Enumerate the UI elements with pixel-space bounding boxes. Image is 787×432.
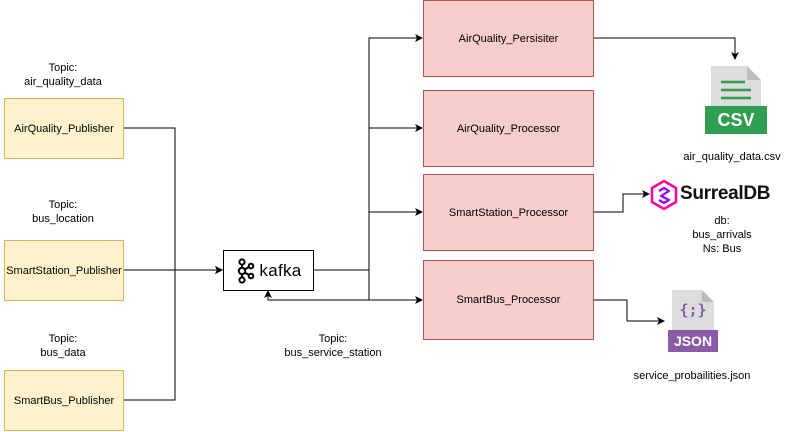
topic-label-air-quality: Topic: air_quality_data xyxy=(4,61,122,89)
smartstation-processor-node[interactable]: SmartStation_Processor xyxy=(423,174,594,251)
topic-prefix: Topic: xyxy=(48,333,78,345)
json-glyph: {;} xyxy=(679,301,707,319)
smartbus-processor-node[interactable]: SmartBus_Processor xyxy=(423,260,594,340)
node-label: SmartStation_Processor xyxy=(448,206,569,219)
topic-prefix: Topic: xyxy=(48,199,78,211)
topic-name: air_quality_data xyxy=(24,76,102,88)
edge-airquality-publisher-kafka xyxy=(124,127,223,274)
airquality-processor-node[interactable]: AirQuality_Processor xyxy=(423,90,594,167)
edge-smartbus-publisher-kafka xyxy=(124,270,176,401)
smartstation-publisher-node[interactable]: SmartStation_Publisher xyxy=(4,240,124,301)
topic-name: bus_service_station xyxy=(284,347,382,359)
smartbus-publisher-node[interactable]: SmartBus_Publisher xyxy=(4,370,124,431)
airquality-publisher-node[interactable]: AirQuality_Publisher xyxy=(4,98,124,159)
kafka-label: kafka xyxy=(259,260,302,280)
db-label: db: xyxy=(714,215,730,227)
csv-caption: air_quality_data.csv xyxy=(683,151,781,163)
airquality-persister-node[interactable]: AirQuality_Persisiter xyxy=(423,0,594,77)
node-label: AirQuality_Processor xyxy=(456,122,561,135)
edge-sb-processor-kafka xyxy=(264,290,369,301)
topic-label-bus-service-station: Topic: bus_service_station xyxy=(272,332,394,360)
node-label: SmartStation_Publisher xyxy=(6,264,122,277)
edge-kafka-persister xyxy=(314,34,423,271)
surrealdb-icon xyxy=(650,180,678,210)
json-badge-text: JSON xyxy=(673,333,713,349)
edge-persister-csv xyxy=(594,37,739,60)
csv-file-icon: CSV xyxy=(705,64,769,136)
surrealdb-details: db: bus_arrivals Ns: Bus xyxy=(672,214,772,256)
surrealdb-brand-text: SurrealDB xyxy=(680,183,771,204)
kafka-node[interactable]: kafka xyxy=(223,250,314,291)
edge-sb-processor-json xyxy=(594,299,665,325)
node-label: AirQuality_Persisiter xyxy=(458,32,559,45)
csv-badge-text: CSV xyxy=(717,110,755,130)
node-label: AirQuality_Publisher xyxy=(14,122,114,135)
topic-prefix: Topic: xyxy=(318,333,348,345)
node-label: SmartBus_Publisher xyxy=(13,394,115,407)
json-caption: service_probailities.json xyxy=(633,370,751,382)
kafka-icon xyxy=(238,257,255,284)
topic-name: bus_data xyxy=(40,347,86,359)
node-label: SmartBus_Processor xyxy=(456,294,561,306)
json-file-icon: {;} JSON xyxy=(668,289,718,353)
topic-prefix: Topic: xyxy=(48,62,78,74)
edge-ss-processor-surreal xyxy=(594,190,650,213)
namespace-label: Ns: Bus xyxy=(702,243,742,255)
surrealdb-logo: SurrealDB xyxy=(650,180,786,210)
db-name: bus_arrivals xyxy=(692,229,752,241)
topic-label-bus-data: Topic: bus_data xyxy=(4,332,122,360)
topic-name: bus_location xyxy=(32,213,94,225)
edge-kafka-sb-processor xyxy=(368,270,423,304)
topic-label-bus-location: Topic: bus_location xyxy=(4,198,122,226)
